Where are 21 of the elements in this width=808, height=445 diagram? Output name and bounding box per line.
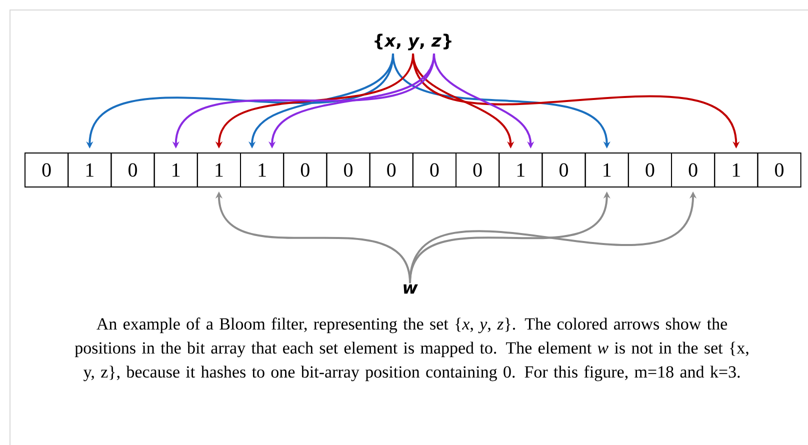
caption: An example of a Bloom filter, representing the set {x, y, z}. The colored arrows show the positions in the bit array that each set element is mapped to. The element w is not in the set {x, y, z}, because it hashes to one bit-array position containing 0. For this figure, m=18 and k=3. <box>74 318 748 382</box>
bit-cell: 1 <box>714 152 758 188</box>
bit-cell: 0 <box>326 152 370 188</box>
bit-cell: 0 <box>24 152 69 188</box>
bit-cell: 0 <box>456 152 500 188</box>
bit-cell: 0 <box>542 152 586 188</box>
bit-cell: 1 <box>498 152 543 188</box>
bit-cell: 1 <box>584 152 629 188</box>
set-label: {x, y, z} <box>374 34 452 50</box>
bit-cell: 0 <box>412 152 456 188</box>
bit-cell: 1 <box>154 152 198 188</box>
bit-cell: 1 <box>68 152 112 188</box>
bit-cell: 0 <box>110 152 155 188</box>
bit-cell: 0 <box>283 152 328 188</box>
element-label: w <box>404 284 418 294</box>
bit-cell: 0 <box>369 152 414 188</box>
bit-cell: 0 <box>628 152 672 188</box>
bit-cell: 0 <box>757 152 802 188</box>
bit-cell: 0 <box>671 152 716 188</box>
bit-cell: 1 <box>196 152 241 188</box>
bit-cell: 1 <box>240 152 284 188</box>
